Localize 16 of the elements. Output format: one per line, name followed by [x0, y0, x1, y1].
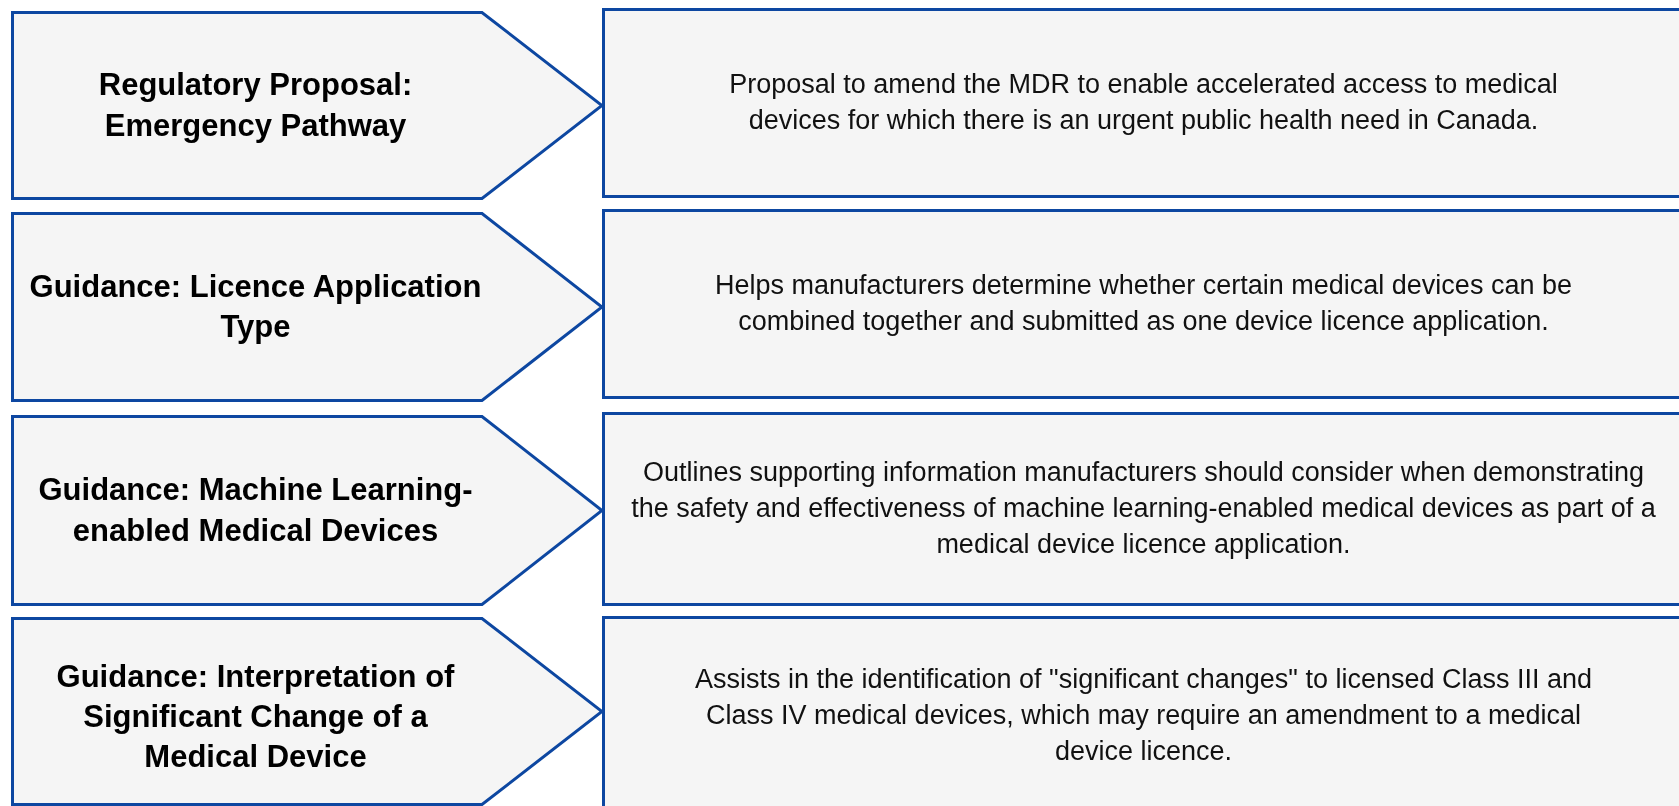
description-box — [602, 412, 1679, 606]
description-box — [602, 8, 1679, 198]
chevron-box — [11, 11, 604, 200]
description-text: Outlines supporting information manufacturers should consider when demonstrating the safety and effectiveness of machine learning-enabled medical devices as part of a medical device licence application. — [630, 456, 1657, 561]
chevron-label: Regulatory Proposal: Emergency Pathway — [97, 66, 414, 145]
chevron-box — [11, 617, 604, 806]
description-box — [602, 616, 1679, 806]
description-box — [602, 209, 1679, 399]
chevron-label: Guidance: Licence Application Type — [28, 267, 483, 346]
chevron-label: Guidance: Machine Learning-enabled Medical Devices — [37, 471, 474, 550]
chevron-label: Guidance: Interpretation of Significant Change of a Medical Device — [55, 657, 456, 777]
chevron-box — [11, 212, 604, 402]
chevron-box — [11, 415, 604, 606]
description-text: Proposal to amend the MDR to enable accelerated access to medical devices for which there is an urgent public health need in Canada. — [728, 68, 1559, 137]
description-text: Helps manufacturers determine whether certain medical devices can be combined together and submitted as one device licence application. — [714, 269, 1573, 338]
description-text: Assists in the identification of "significant changes" to licensed Class III and Class IV medical devices, which may require an amendment to a medical device licence. — [693, 663, 1594, 768]
